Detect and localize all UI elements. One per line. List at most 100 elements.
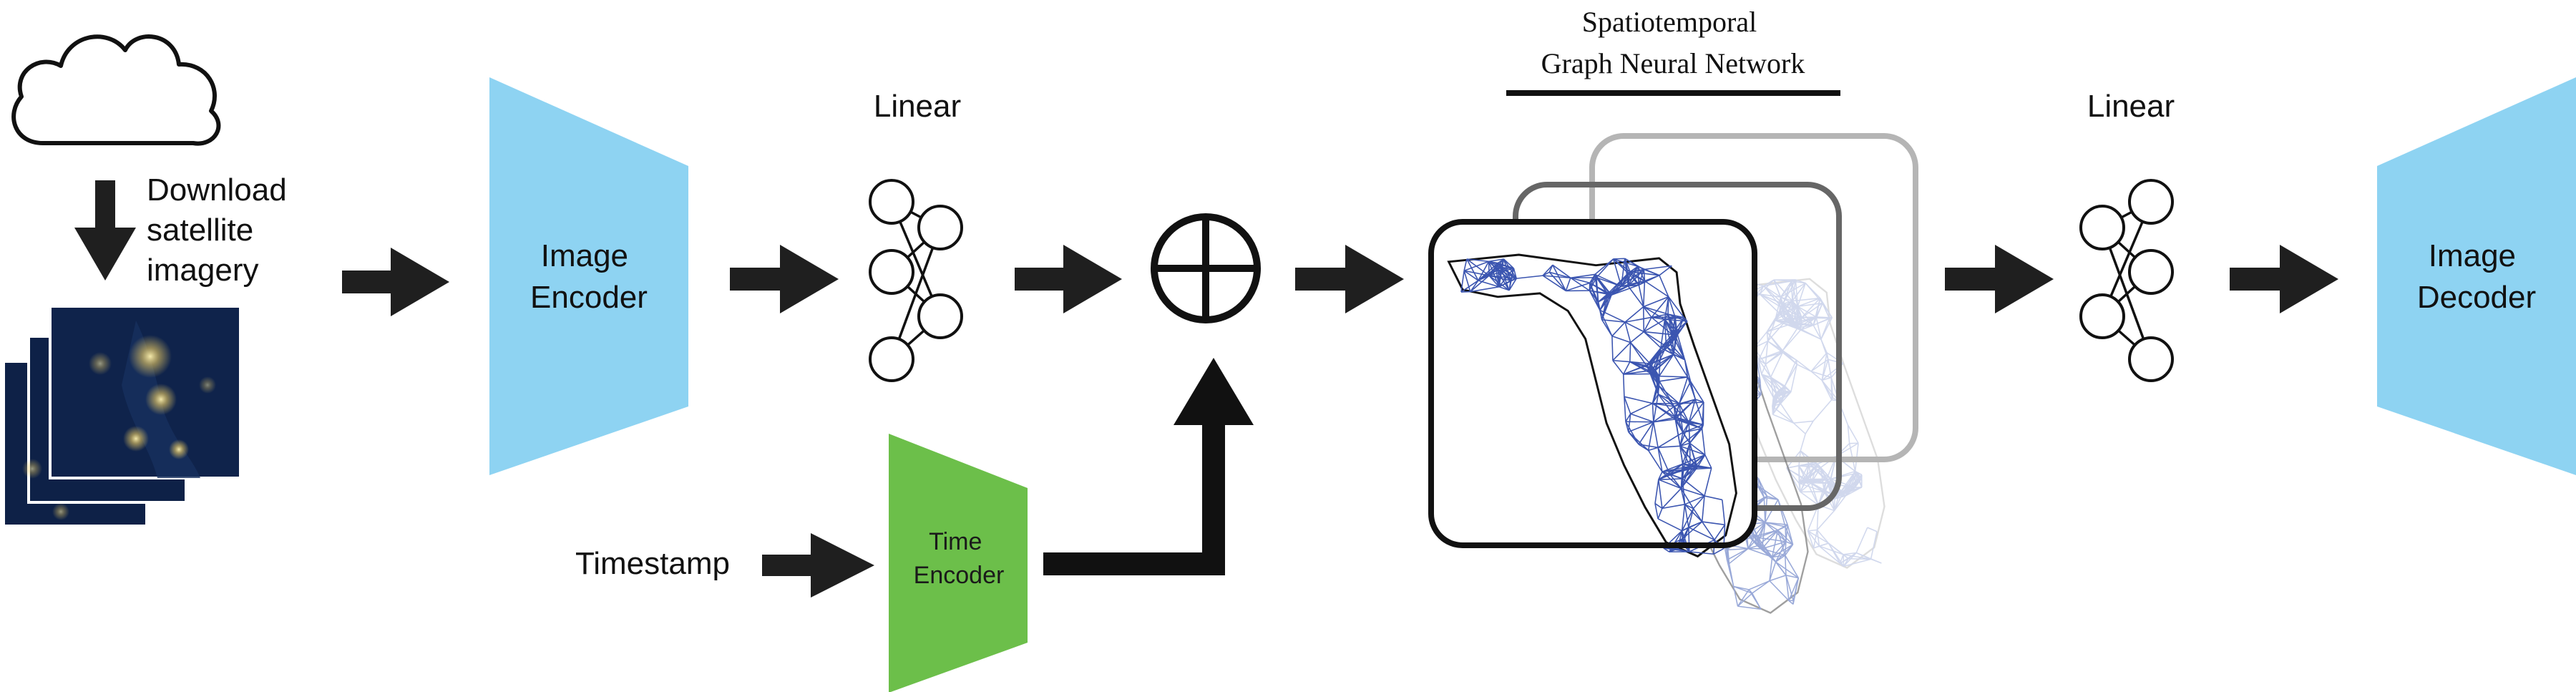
graph-edge xyxy=(1762,541,1787,550)
graph-edge xyxy=(1798,465,1801,492)
graph-edge xyxy=(1765,364,1772,378)
graph-edge xyxy=(1727,547,1749,561)
graph-edge xyxy=(1722,499,1726,525)
graph-edge xyxy=(1689,454,1706,467)
graph-edge xyxy=(1653,419,1676,423)
graph-edge xyxy=(1548,271,1566,291)
graph-edge xyxy=(1792,301,1799,328)
graph-edge xyxy=(1679,445,1706,456)
graph-edge xyxy=(1627,286,1644,308)
graph-edge xyxy=(1841,474,1863,495)
graph-edge xyxy=(1488,268,1514,276)
graph-edge xyxy=(1813,316,1817,326)
graph-edge xyxy=(1772,556,1787,576)
graph-edge xyxy=(1658,445,1681,449)
graph-edge xyxy=(1678,404,1684,433)
graph-edge xyxy=(1781,307,1802,318)
graph-edge xyxy=(1845,487,1855,497)
graph-edge xyxy=(1806,478,1831,482)
graph-edge xyxy=(1818,483,1830,505)
graph-edge xyxy=(1625,413,1631,422)
graph-edge xyxy=(1772,393,1777,415)
graph-edge xyxy=(1695,454,1706,466)
graph-edge xyxy=(1625,421,1639,445)
graph-edge xyxy=(1807,529,1818,532)
graph-edge xyxy=(1784,359,1797,386)
graph-edge xyxy=(1657,518,1682,532)
graph-edge xyxy=(1797,327,1822,340)
graph-edge xyxy=(1820,338,1829,360)
graph-edge xyxy=(1761,374,1780,391)
graph-edge xyxy=(1687,376,1697,400)
graph-edge xyxy=(1770,376,1780,391)
arrow-to-linear-in xyxy=(730,245,839,313)
graph-edge xyxy=(1823,483,1830,492)
graph-edge xyxy=(1682,422,1689,433)
graph-edge xyxy=(1817,463,1832,479)
graph-edge xyxy=(1779,307,1782,314)
graph-edge xyxy=(1855,552,1871,560)
graph-edge xyxy=(1847,424,1859,444)
graph-edge xyxy=(1516,275,1543,279)
graph-edge xyxy=(1775,316,1802,321)
graph-edge xyxy=(1772,385,1785,399)
graph-edge xyxy=(1496,268,1517,279)
graph-edge xyxy=(1816,316,1830,319)
graph-edge xyxy=(1761,374,1771,378)
graph-edge xyxy=(1795,324,1802,331)
graph-edge xyxy=(1627,271,1631,286)
graph-edge xyxy=(1797,317,1802,328)
graph-edge xyxy=(1613,258,1625,260)
graph-edge xyxy=(1658,463,1683,480)
graph-edge xyxy=(1805,283,1821,299)
image-decoder-block: Image Decoder xyxy=(2377,77,2576,475)
satellite-image-stack xyxy=(2,305,242,527)
graph-edge xyxy=(1659,354,1674,377)
graph-edge xyxy=(1788,578,1800,601)
graph-edge xyxy=(1765,522,1786,527)
graph-edge xyxy=(1782,303,1786,321)
graph-edge xyxy=(1780,279,1796,298)
graph-edge xyxy=(1823,479,1828,492)
graph-edge xyxy=(1841,487,1855,496)
graph-edge xyxy=(1830,377,1834,399)
arrow-to-linear-out xyxy=(1945,245,2054,313)
graph-edge xyxy=(1680,488,1694,510)
graph-edge xyxy=(1843,554,1845,567)
graph-edge xyxy=(1841,494,1846,497)
graph-edge xyxy=(1659,375,1688,378)
graph-edge xyxy=(1782,306,1798,308)
graph-edge xyxy=(1612,360,1624,375)
graph-edge xyxy=(1792,323,1798,328)
graph-edge xyxy=(1672,334,1686,361)
graph-edge xyxy=(1791,279,1796,282)
graph-edge xyxy=(1772,544,1793,558)
graph-edge xyxy=(1652,403,1654,422)
graph-edge xyxy=(1797,302,1823,307)
graph-edge xyxy=(1820,318,1830,340)
graph-edge xyxy=(1805,478,1830,484)
graph-edge xyxy=(1781,301,1793,308)
graph-edge xyxy=(1805,421,1814,434)
graph-edge xyxy=(1777,530,1794,545)
graph-edge xyxy=(1808,463,1813,483)
graph-edge xyxy=(1611,321,1626,337)
graph-edge xyxy=(1649,364,1652,374)
graph-edge xyxy=(1867,527,1878,532)
graph-edge xyxy=(1778,297,1782,313)
graph-edge xyxy=(1843,554,1849,560)
graph-edge xyxy=(1767,323,1793,333)
graph-edge xyxy=(1552,264,1571,278)
graph-edge xyxy=(1807,530,1829,544)
graph-edge xyxy=(1658,479,1682,489)
graph-edge xyxy=(1772,393,1787,415)
graph-edge xyxy=(1767,320,1776,341)
graph-edge xyxy=(1598,293,1611,303)
graph-edge xyxy=(1777,393,1786,396)
graph-edge xyxy=(1800,479,1807,492)
graph-edge xyxy=(1682,424,1704,434)
graph-edge xyxy=(1628,421,1654,433)
graph-edge xyxy=(1781,307,1799,328)
graph-edge xyxy=(1704,454,1712,469)
graph-edge xyxy=(1819,298,1823,303)
